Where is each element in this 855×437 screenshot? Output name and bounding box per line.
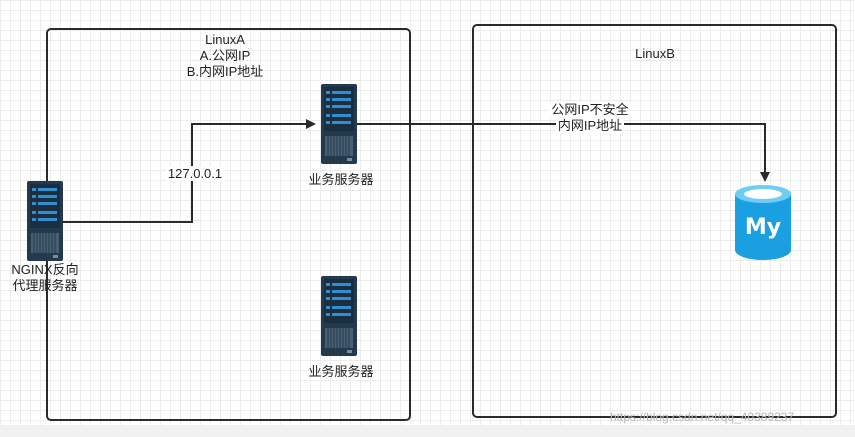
business-server-label: 业务服务器 <box>308 364 374 379</box>
edge-label-loopback-text: 127.0.0.1 <box>165 166 225 181</box>
watermark-text: https://blog.csdn.net/qq_40389237 <box>610 410 795 424</box>
edge-label-mysql-connection: 公网IP不安全 内网IP地址 <box>540 102 640 134</box>
mysql-database-icon: My <box>735 185 791 260</box>
nginx-server-label-line: 代理服务器 <box>12 278 78 293</box>
business-server-label: 业务服务器 <box>308 172 374 187</box>
linux-a-title-line: LinuxA <box>205 32 245 47</box>
linux-a-title-line: B.内网IP地址 <box>186 64 264 79</box>
edge-label-mysql-line: 内网IP地址 <box>555 118 625 133</box>
edge-label-loopback: 127.0.0.1 <box>162 166 228 182</box>
mysql-glyph: My <box>745 215 781 240</box>
linux-b-container <box>472 24 837 418</box>
footer-bar <box>0 425 855 437</box>
linux-a-title: LinuxA A.公网IP B.内网IP地址 <box>170 32 280 80</box>
business-server-icon <box>321 276 357 356</box>
edge-business-server-to-mysql <box>357 123 770 182</box>
nginx-server-label-line: NGINX反向 <box>11 262 79 277</box>
nginx-server-label: NGINX反向 代理服务器 <box>0 262 90 294</box>
edge-label-mysql-line: 公网IP不安全 <box>549 102 631 117</box>
nginx-server-icon <box>27 181 63 261</box>
linux-b-title: LinuxB <box>635 46 675 61</box>
business-server-icon <box>321 84 357 164</box>
linux-a-title-line: A.公网IP <box>199 48 251 63</box>
